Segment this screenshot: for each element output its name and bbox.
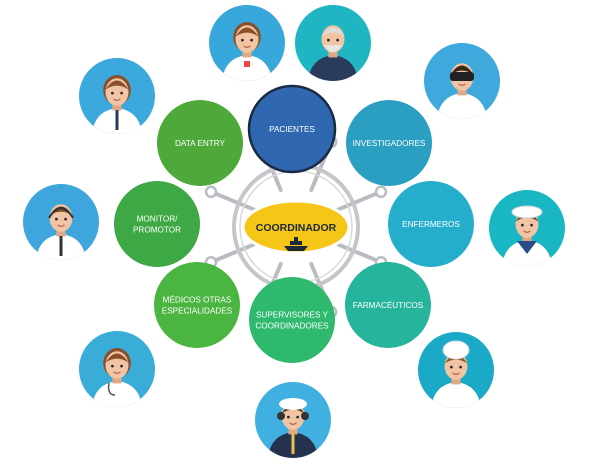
center-ellipse — [241, 199, 351, 255]
role-node-pacientes: PACIENTES — [247, 84, 337, 174]
role-label: DATA ENTRY — [175, 139, 226, 148]
role-circle — [114, 181, 200, 267]
role-node-monitor: MONITOR/PROMOTOR — [114, 181, 200, 267]
role-label: SUPERVISORES Y — [256, 311, 329, 320]
role-label: ESPECIALIDADES — [162, 307, 233, 316]
sailor-white-cap-avatar — [489, 190, 565, 266]
role-circles: PACIENTES INVESTIGADORES ENFERMEROS FARMACÉ… — [114, 84, 474, 363]
role-label: PACIENTES — [269, 125, 315, 134]
role-circle — [157, 100, 243, 186]
headset-operator-avatar — [23, 184, 99, 260]
female-doctor-avatar — [79, 331, 155, 407]
female-nurse-avatar — [209, 5, 285, 81]
role-node-supervisores: SUPERVISORES Y COORDINADORES — [249, 277, 335, 363]
role-label: ENFERMEROS — [402, 220, 460, 229]
role-node-farmaceuticos: FARMACÉUTICOS — [345, 262, 431, 348]
role-circle — [247, 84, 337, 174]
captain-headphones-avatar — [255, 382, 331, 458]
role-circle — [154, 262, 240, 348]
wheel-handle — [204, 185, 218, 199]
role-circle — [345, 262, 431, 348]
role-circle — [346, 100, 432, 186]
role-node-medicos: MÉDICOS OTRAS ESPECIALIDADES — [154, 262, 240, 348]
chef-avatar — [418, 332, 494, 408]
center-label: COORDINADOR — [256, 222, 337, 234]
role-node-enfermeros: ENFERMEROS — [388, 181, 474, 267]
female-officer-avatar — [79, 58, 155, 134]
role-label: MONITOR/ — [137, 215, 179, 224]
ship-icon — [284, 237, 308, 251]
center-node: COORDINADOR — [241, 199, 351, 255]
role-circle — [249, 277, 335, 363]
role-label: INVESTIGADORES — [353, 139, 426, 148]
role-node-data-entry: DATA ENTRY — [157, 100, 243, 186]
bearded-captain-avatar — [295, 5, 371, 81]
role-label: COORDINADORES — [255, 322, 329, 331]
role-label: MÉDICOS OTRAS — [163, 295, 232, 305]
role-label: PROMOTOR — [133, 226, 181, 235]
role-label: FARMACÉUTICOS — [353, 300, 424, 310]
wheel-handle — [374, 185, 388, 199]
avatar-group — [23, 5, 565, 458]
binoculars-sailor-avatar — [424, 43, 500, 119]
role-node-investigadores: INVESTIGADORES — [346, 100, 432, 186]
role-circle — [388, 181, 474, 267]
